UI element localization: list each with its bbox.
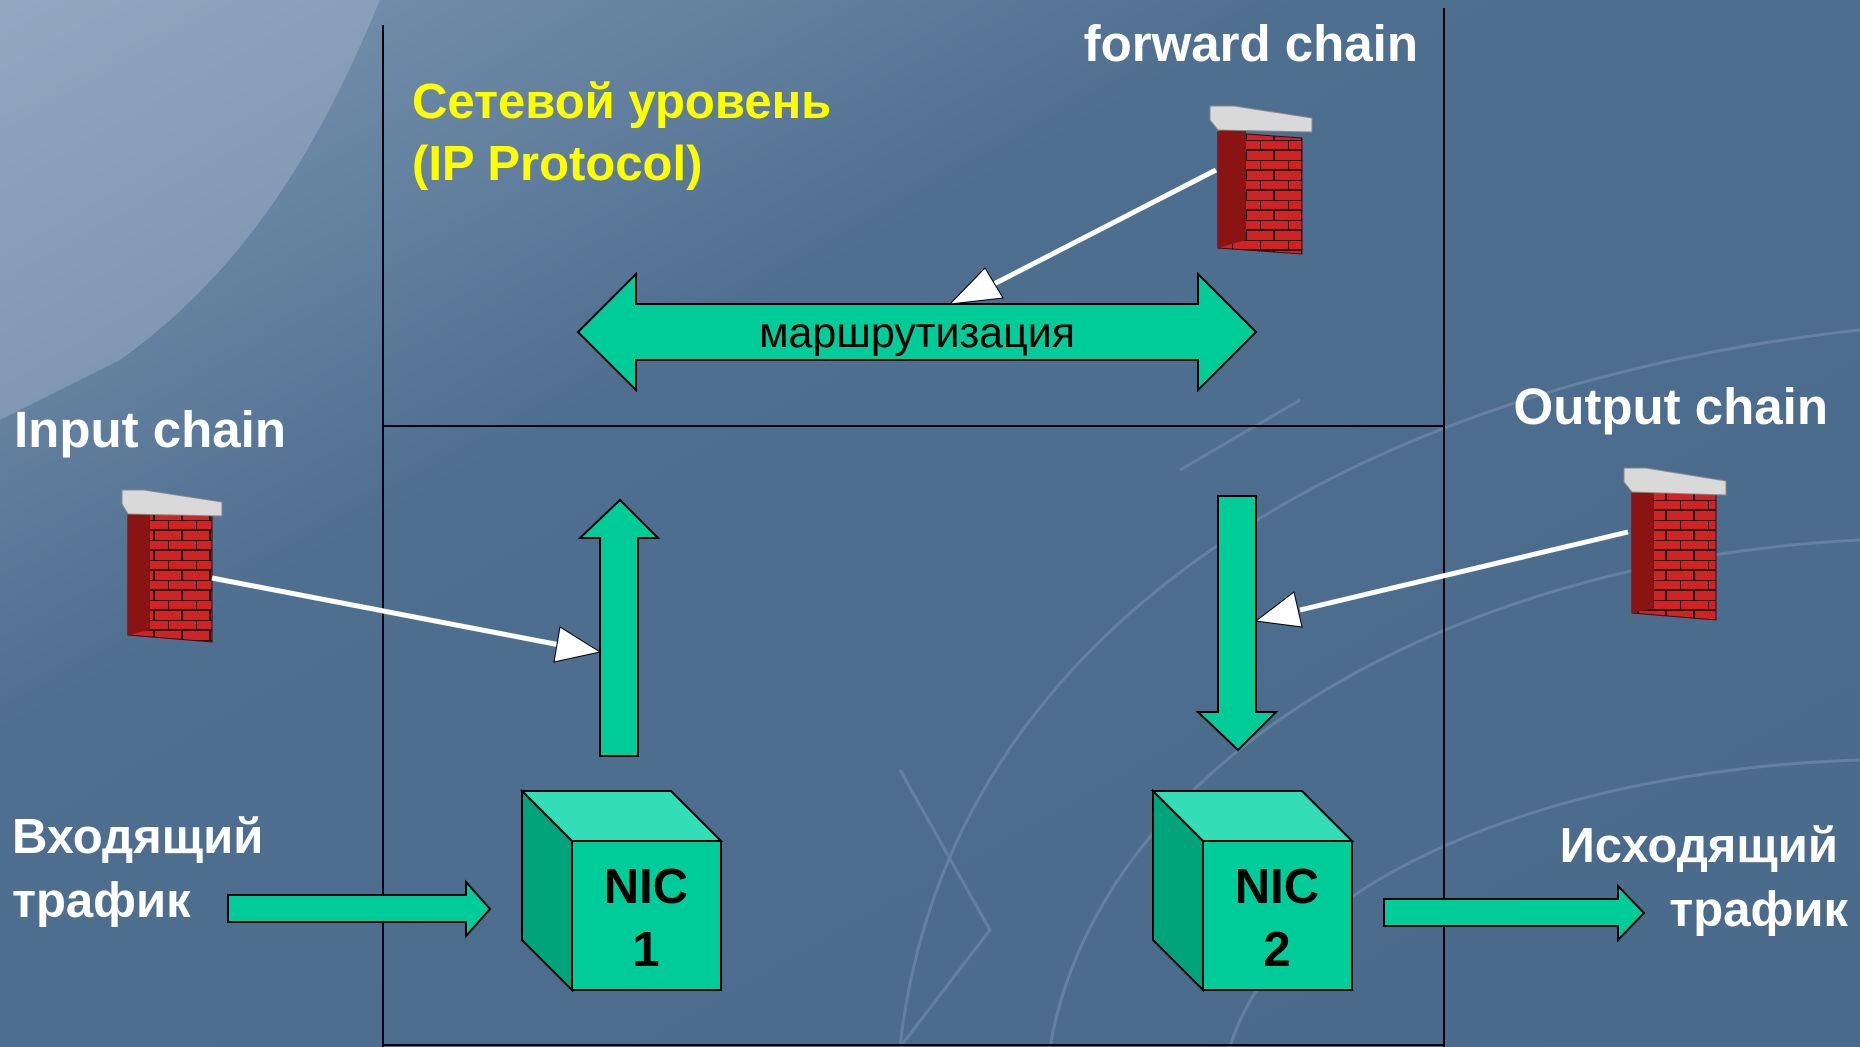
nic2-number: 2 <box>1263 923 1290 977</box>
incoming-traffic-label-line1: Входящий <box>12 810 263 864</box>
globe-shading <box>0 0 380 420</box>
input-chain-label: Input chain <box>14 401 286 458</box>
forward-chain-firewall-icon <box>1209 105 1313 255</box>
network-layer-title: Сетевой уровень <box>412 75 831 129</box>
nic1-up-arrow <box>577 498 661 757</box>
routing-label: маршрутизация <box>759 309 1075 357</box>
network-layer-frame <box>382 8 1445 1047</box>
input-chain-firewall-icon <box>121 489 223 643</box>
incoming-traffic-arrow <box>227 879 492 939</box>
forward-chain-pointer-arrow <box>948 167 1218 305</box>
outgoing-traffic-label-line1: Исходящий <box>1560 819 1838 873</box>
input-chain-pointer-arrow <box>211 575 602 663</box>
nic1-number: 1 <box>632 923 659 977</box>
nic2-down-arrow <box>1195 495 1279 752</box>
output-chain-label: Output chain <box>1514 378 1828 435</box>
forward-chain-label: forward chain <box>1084 15 1418 72</box>
outgoing-traffic-arrow <box>1383 883 1646 943</box>
output-chain-pointer-arrow <box>1254 529 1629 628</box>
incoming-traffic-label-line2: трафик <box>12 874 191 928</box>
routing-double-arrow <box>576 271 1258 393</box>
output-chain-firewall-icon <box>1623 467 1727 621</box>
nic1-label: NIC <box>604 860 688 914</box>
nic2-cube <box>1150 788 1355 993</box>
network-layer-subtitle: (IP Protocol) <box>412 137 702 191</box>
nic1-cube <box>519 788 724 993</box>
nic2-label: NIC <box>1235 860 1319 914</box>
outgoing-traffic-label-line2: трафик <box>1669 883 1848 937</box>
